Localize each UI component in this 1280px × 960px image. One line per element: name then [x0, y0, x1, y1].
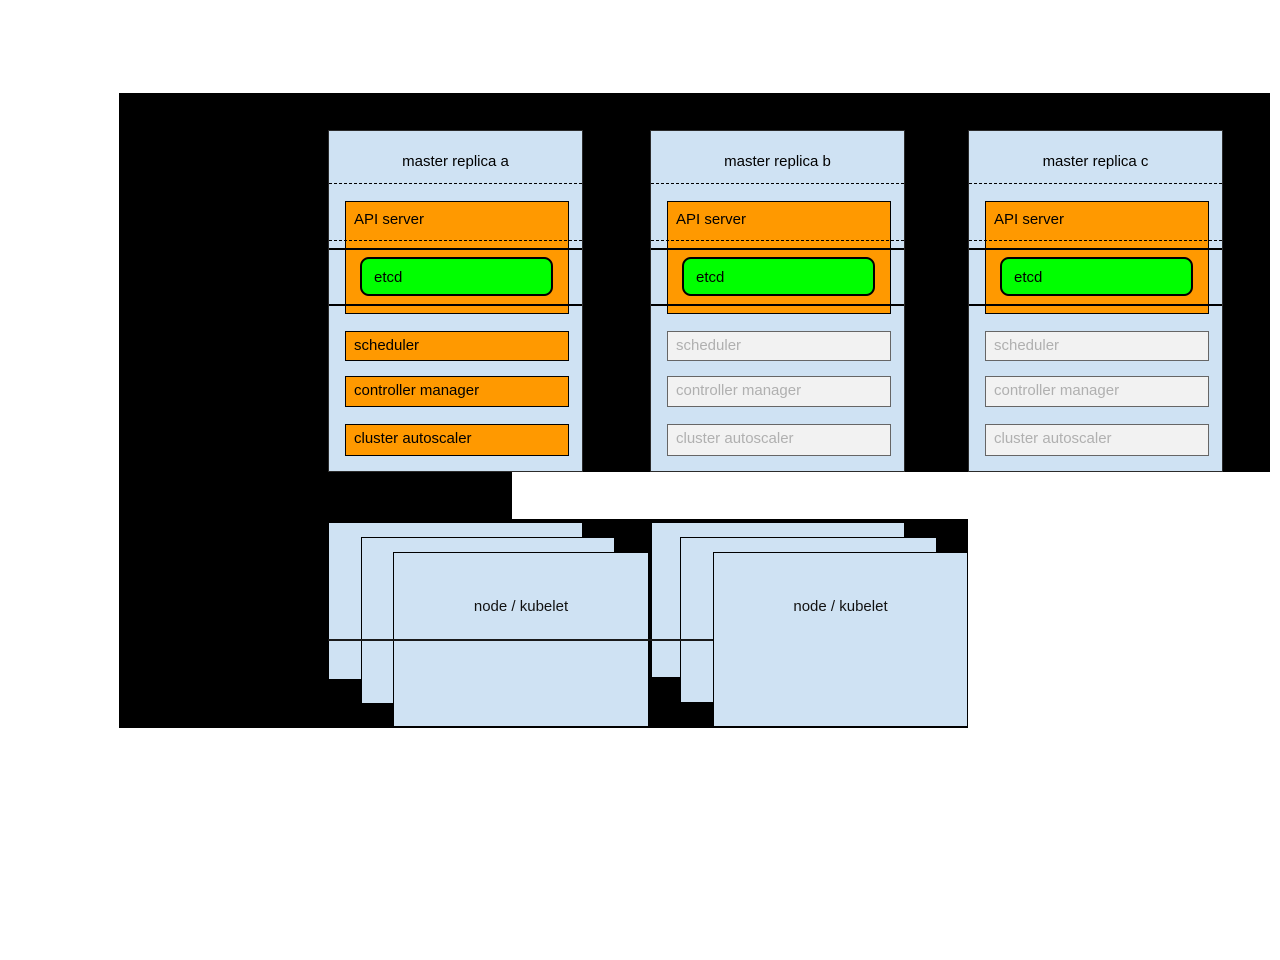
title-divider-dashed [969, 183, 1222, 184]
controller-manager-box: controller manager [345, 376, 569, 407]
api-server-label: API server [994, 211, 1065, 228]
api-tier-dashed-line [651, 240, 904, 241]
etcd-band-top-line [969, 248, 1222, 250]
backdrop-notch [119, 472, 512, 519]
etcd-box: etcd [360, 257, 553, 296]
master-replica-b-title: master replica b [724, 153, 831, 170]
controller-manager-box: controller manager [667, 376, 891, 407]
master-replica-b-box: master replica b API server etcd schedul… [650, 130, 905, 472]
api-server-box: API server etcd [667, 201, 891, 314]
api-server-box: API server etcd [985, 201, 1209, 314]
master-replica-c-title: master replica c [1042, 153, 1149, 170]
etcd-box: etcd [1000, 257, 1193, 296]
master-replica-a-box: master replica a API server etcd schedul… [328, 130, 583, 472]
scheduler-box: scheduler [985, 331, 1209, 361]
scheduler-box: scheduler [345, 331, 569, 361]
scheduler-box: scheduler [667, 331, 891, 361]
etcd-band-bottom-line [969, 304, 1222, 306]
etcd-box: etcd [682, 257, 875, 296]
master-replica-c-box: master replica c API server etcd schedul… [968, 130, 1223, 472]
title-divider-dashed [329, 183, 582, 184]
node-kubelet-label: node / kubelet [793, 598, 888, 615]
etcd-band-bottom-line [329, 304, 582, 306]
api-server-label: API server [676, 211, 747, 228]
etcd-band-bottom-line [651, 304, 904, 306]
cluster-autoscaler-box: cluster autoscaler [985, 424, 1209, 456]
api-tier-dashed-line [329, 240, 582, 241]
api-tier-dashed-line [969, 240, 1222, 241]
title-divider-dashed [651, 183, 904, 184]
etcd-band-top-line [329, 248, 582, 250]
api-server-box: API server etcd [345, 201, 569, 314]
section-divider-line [328, 639, 713, 641]
cluster-autoscaler-box: cluster autoscaler [667, 424, 891, 456]
node-kubelet-label: node / kubelet [473, 598, 569, 615]
node-card-front: node / kubelet [713, 552, 968, 727]
etcd-label: etcd [374, 269, 403, 286]
controller-manager-box: controller manager [985, 376, 1209, 407]
etcd-band-top-line [651, 248, 904, 250]
etcd-label: etcd [696, 269, 725, 286]
api-server-label: API server [354, 211, 425, 228]
etcd-label: etcd [1014, 269, 1043, 286]
cluster-autoscaler-box: cluster autoscaler [345, 424, 569, 456]
master-replica-a-title: master replica a [402, 153, 509, 170]
